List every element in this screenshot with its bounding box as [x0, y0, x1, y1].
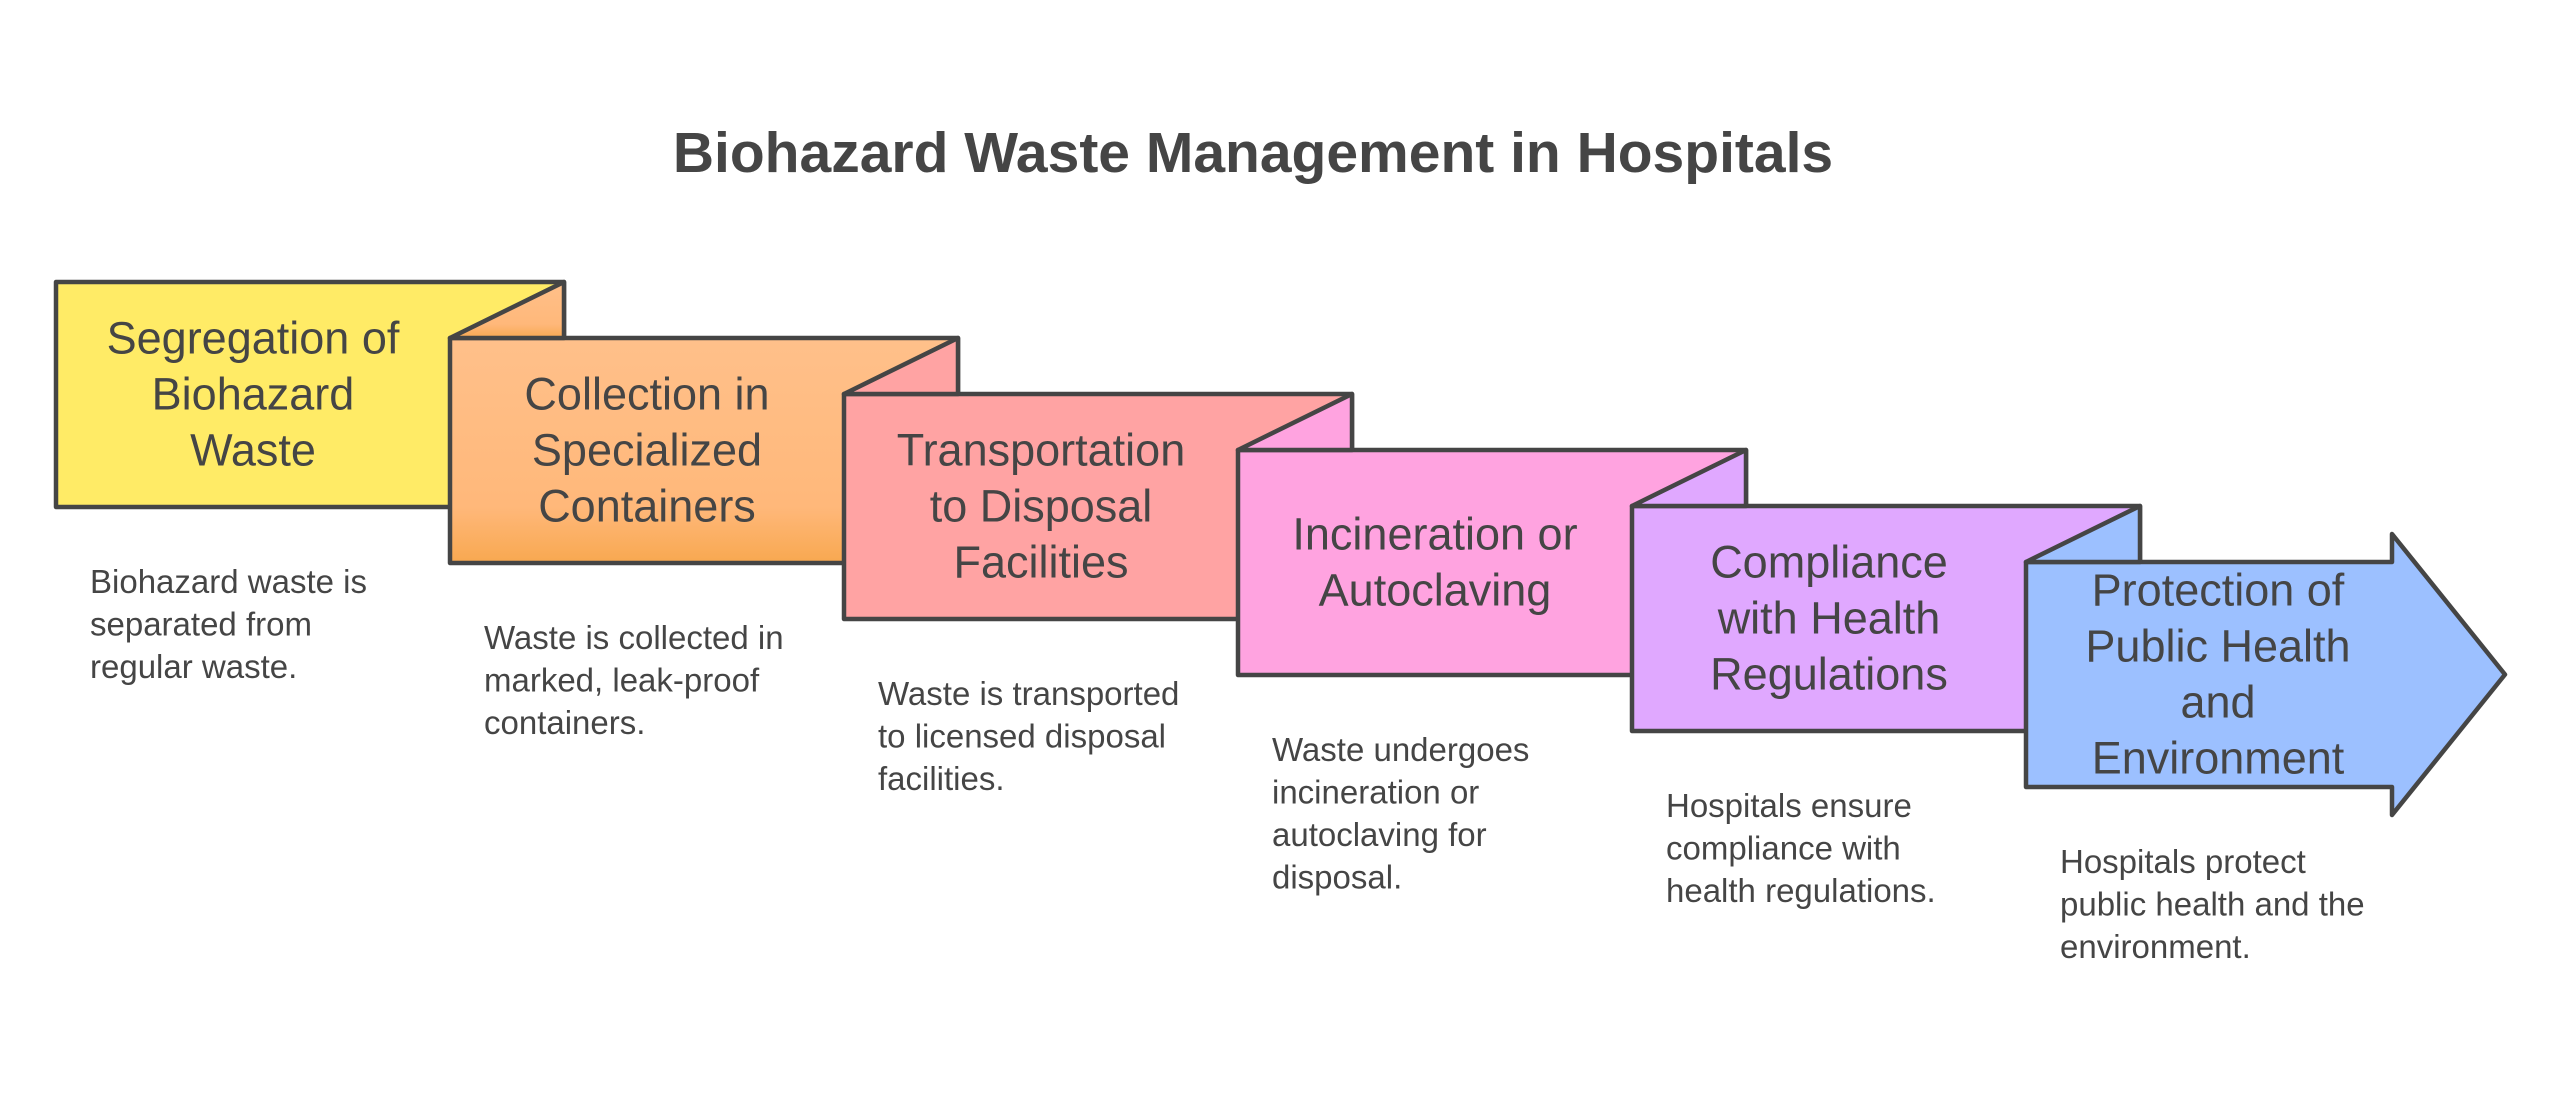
step-description-line: Waste is transported — [878, 675, 1179, 712]
step-label-line: Compliance — [1710, 537, 1948, 588]
step-description-line: incineration or — [1272, 774, 1479, 811]
step-description-line: public health and the — [2060, 886, 2365, 923]
step-description: Waste undergoes incineration or autoclavin… — [1272, 731, 1529, 896]
step-description-line: disposal. — [1272, 859, 1402, 896]
step-description-line: regular waste. — [90, 648, 297, 685]
step-label-line: Containers — [538, 481, 756, 532]
step-label-line: to Disposal — [930, 481, 1153, 532]
step-label-line: Specialized — [532, 425, 762, 476]
step-description-line: Hospitals ensure — [1666, 787, 1912, 824]
step-description-line: marked, leak-proof — [484, 662, 760, 699]
step-description-line: Waste is collected in — [484, 619, 784, 656]
step-description: Hospitals ensure compliance with health re… — [1666, 787, 1936, 909]
step-description-line: autoclaving for — [1272, 816, 1487, 853]
step-description-line: facilities. — [878, 760, 1005, 797]
step-description-line: compliance with — [1666, 830, 1901, 867]
step-fold — [1629, 447, 1749, 509]
step-label-line: Protection of — [2092, 565, 2345, 616]
step-description: Biohazard waste is separated from regular … — [90, 563, 367, 685]
step-label-line: with Health — [1717, 593, 1941, 644]
step-label-line: Biohazard — [152, 369, 355, 420]
step-label-line: Transportation — [897, 425, 1185, 476]
step-fold — [1235, 391, 1355, 453]
step-description-line: to licensed disposal — [878, 718, 1166, 755]
step-arrow-shape — [2023, 531, 2508, 818]
step-label-line: Autoclaving — [1319, 565, 1552, 616]
step-label-line: Public Health — [2085, 621, 2350, 672]
step-label-line: Waste — [190, 425, 316, 476]
step-description-line: Waste undergoes — [1272, 731, 1529, 768]
step-description-line: health regulations. — [1666, 872, 1936, 909]
step-description-line: environment. — [2060, 928, 2251, 965]
diagram-title: Biohazard Waste Management in Hospitals — [673, 121, 1833, 185]
step-description-line: containers. — [484, 704, 645, 741]
step-fold — [841, 335, 961, 397]
step-description: Waste is transported to licensed disposal… — [878, 675, 1179, 797]
step-label-line: Facilities — [953, 537, 1128, 588]
step-fold — [447, 279, 567, 341]
step-description-line: Hospitals protect — [2060, 843, 2306, 880]
step-label-line: Collection in — [524, 369, 769, 420]
step-description-line: separated from — [90, 606, 312, 643]
step-fold — [2023, 503, 2143, 565]
step-label-line: Regulations — [1710, 649, 1948, 700]
step-description-line: Biohazard waste is — [90, 563, 367, 600]
step-label-line: Segregation of — [107, 313, 400, 364]
step-label-line: Incineration or — [1292, 509, 1577, 560]
step-description: Hospitals protect public health and the en… — [2060, 843, 2365, 965]
step-label-line: Environment — [2092, 733, 2345, 784]
step-label-line: and — [2180, 677, 2255, 728]
step-description: Waste is collected in marked, leak-proof c… — [484, 619, 784, 741]
